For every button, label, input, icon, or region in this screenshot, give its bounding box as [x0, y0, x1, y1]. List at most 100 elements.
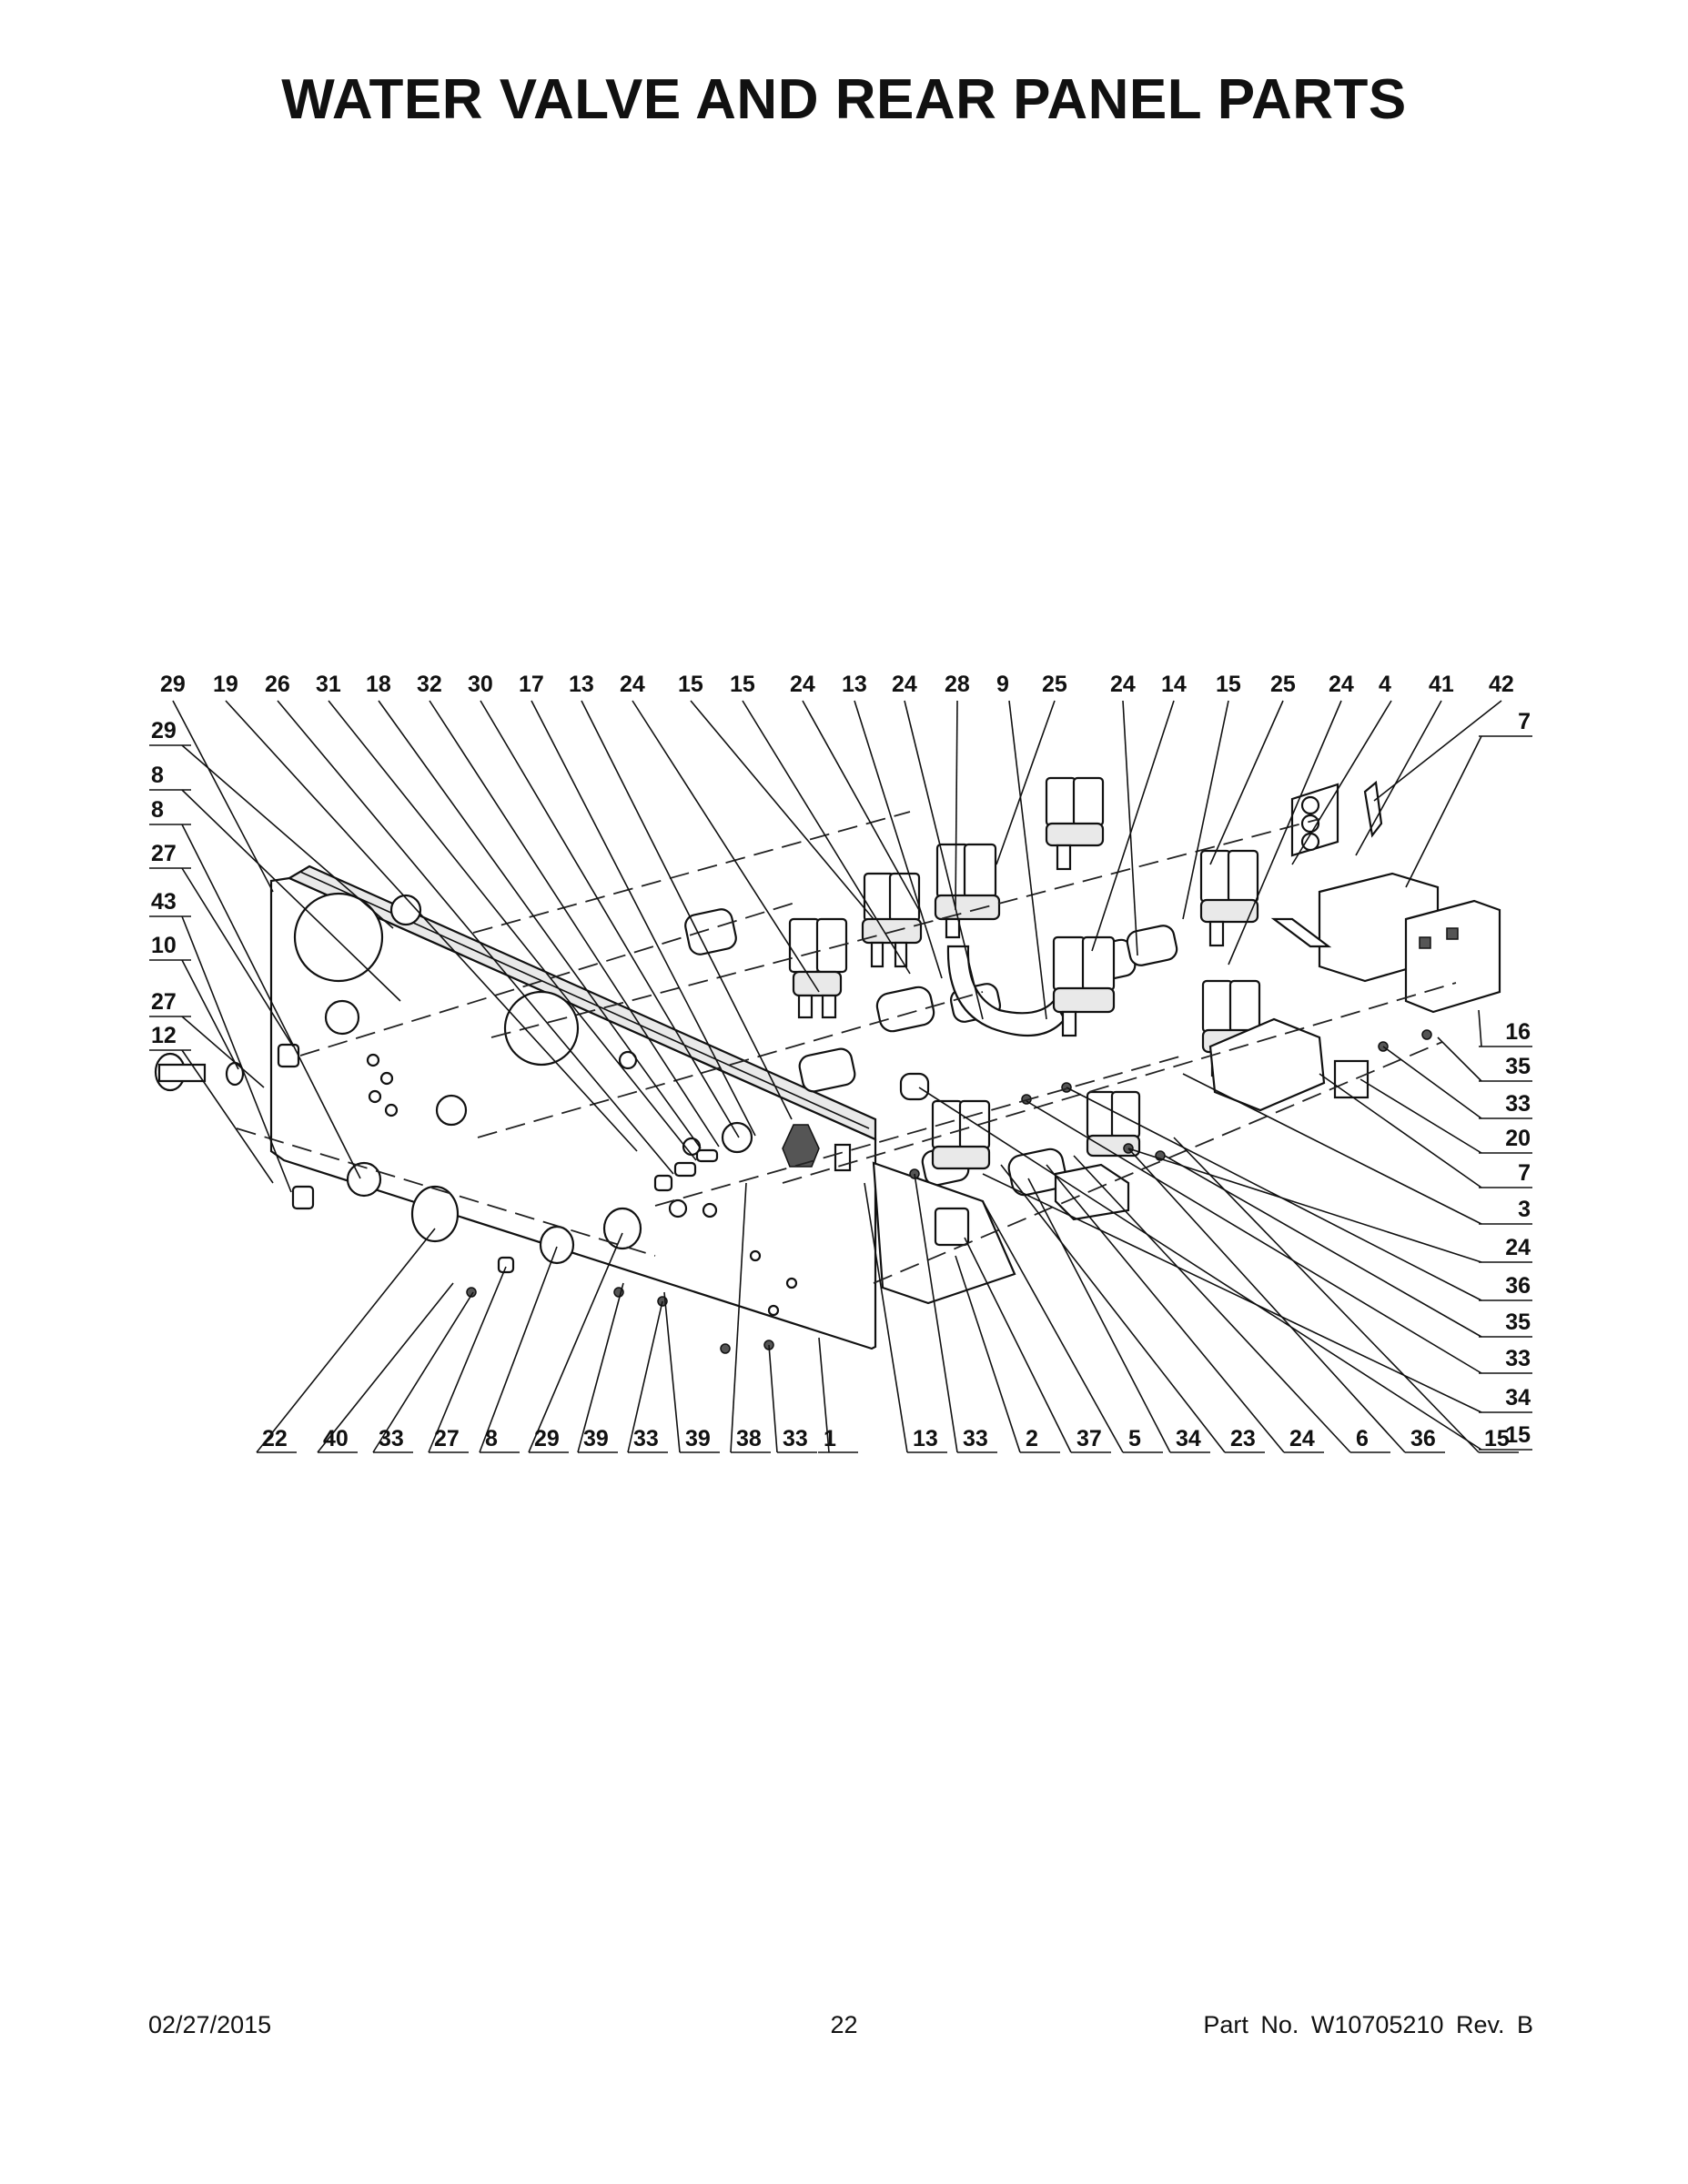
callout-left-1: 29	[151, 718, 177, 743]
tube-2	[875, 986, 935, 1033]
leader-right-6	[1319, 1073, 1482, 1188]
callout-bottom-19: 23	[1230, 1426, 1256, 1451]
callout-right-1: 7	[1518, 709, 1531, 734]
leader-right-2	[1478, 1009, 1482, 1047]
callout-right-8: 24	[1505, 1235, 1531, 1260]
leader-top-7	[480, 700, 740, 1138]
callout-top-14: 13	[842, 672, 867, 697]
callout-left-4: 27	[151, 841, 177, 866]
callout-top-1: 29	[160, 672, 186, 697]
callout-top-13: 24	[790, 672, 815, 697]
water-valve-top	[934, 843, 1001, 939]
callout-bottom-20: 24	[1289, 1426, 1315, 1451]
small-relay	[1333, 1059, 1370, 1099]
callout-left-3: 8	[151, 797, 164, 823]
leader-bottom-20	[1046, 1164, 1285, 1453]
leader-bottom-14	[914, 1173, 958, 1453]
leader-left-1	[181, 744, 394, 929]
leader-top-19	[1122, 700, 1138, 956]
leader-top-9	[581, 700, 793, 1120]
callout-top-16: 28	[945, 672, 970, 697]
water-valve-upper-right	[1045, 776, 1105, 871]
callout-top-2: 19	[213, 672, 238, 697]
callout-right-12: 34	[1505, 1385, 1531, 1410]
leader-top-17	[1008, 700, 1047, 1020]
callout-bottom-14: 33	[963, 1426, 988, 1451]
diagram-linework	[154, 776, 1501, 1354]
leader-top-12	[742, 700, 911, 975]
callout-bottom-10: 38	[736, 1426, 762, 1451]
footer-part-number: Part No. W10705210 Rev. B	[1203, 2011, 1533, 2038]
callout-bottom-16: 37	[1076, 1426, 1102, 1451]
leader-left-5	[181, 915, 292, 1193]
leader-bottom-13	[864, 1182, 908, 1453]
leader-left-7	[181, 1016, 265, 1088]
leader-top-13	[802, 700, 920, 911]
leader-top-21	[1182, 700, 1229, 920]
callout-top-24: 4	[1379, 672, 1391, 697]
callout-top-9: 13	[569, 672, 594, 697]
leader-right-4	[1382, 1046, 1482, 1119]
filter-box	[1054, 1163, 1130, 1221]
callout-top-4: 31	[316, 672, 341, 697]
callout-top-21: 15	[1216, 672, 1241, 697]
callout-bottom-5: 8	[485, 1426, 498, 1451]
leader-right-7	[1182, 1073, 1482, 1225]
callout-top-8: 17	[519, 672, 544, 697]
leader-top-10	[632, 700, 820, 993]
leader-left-4	[181, 867, 294, 1047]
callout-right-5: 20	[1505, 1126, 1531, 1151]
leader-bottom-11	[768, 1344, 778, 1453]
water-valve-right-top	[1199, 849, 1259, 947]
leader-top-22	[1209, 700, 1284, 865]
mounting-bracket	[1270, 917, 1332, 948]
leader-bottom-10	[730, 1182, 747, 1453]
leader-right-3	[1437, 1036, 1482, 1082]
callout-top-5: 18	[366, 672, 391, 697]
callout-bottom-22: 36	[1410, 1426, 1436, 1451]
panel-label-plate	[834, 1143, 852, 1172]
leader-top-15	[904, 700, 984, 1020]
callout-right-11: 33	[1505, 1346, 1531, 1371]
leader-top-24	[1291, 700, 1392, 865]
control-knob	[782, 1124, 820, 1168]
callout-right-9: 36	[1505, 1273, 1531, 1299]
leader-top-20	[1091, 700, 1175, 952]
leader-top-1	[172, 700, 274, 893]
callout-left-8: 12	[151, 1023, 177, 1048]
leader-bottom-8	[627, 1300, 663, 1453]
callout-right-4: 33	[1505, 1091, 1531, 1117]
leader-right-11	[1026, 1100, 1482, 1374]
leader-top-6	[429, 700, 720, 1148]
fitting-lower	[291, 1185, 315, 1210]
leader-bottom-16	[964, 1237, 1072, 1453]
leader-left-8	[181, 1049, 274, 1184]
callout-top-10: 24	[620, 672, 645, 697]
callout-top-7: 30	[468, 672, 493, 697]
leader-right-9	[1066, 1087, 1482, 1301]
panel-opening-medium	[503, 990, 580, 1067]
leader-bottom-12	[818, 1337, 830, 1453]
water-valve-lower-right	[1086, 1090, 1141, 1158]
leader-bottom-15	[955, 1255, 1021, 1453]
callout-right-3: 35	[1505, 1054, 1531, 1079]
callout-top-26: 42	[1489, 672, 1514, 697]
leader-left-6	[181, 959, 239, 1070]
leader-bottom-2	[317, 1282, 454, 1453]
callout-top-3: 26	[265, 672, 290, 697]
relay-block	[1208, 1017, 1326, 1112]
footer-page-number: 22	[830, 2011, 858, 2038]
water-valve-left	[788, 917, 848, 1019]
relay-assembly	[1318, 872, 1501, 1014]
callout-bottom-12: 1	[824, 1426, 836, 1451]
leader-right-10	[1164, 1155, 1482, 1338]
leader-top-8	[531, 700, 756, 1137]
leader-top-3	[277, 700, 674, 1175]
leader-top-18	[996, 700, 1056, 865]
callout-bottom-8: 33	[633, 1426, 659, 1451]
callout-right-6: 7	[1518, 1160, 1531, 1186]
leader-top-5	[378, 700, 702, 1149]
leader-bottom-21	[1073, 1155, 1351, 1453]
callout-left-7: 27	[151, 989, 177, 1015]
